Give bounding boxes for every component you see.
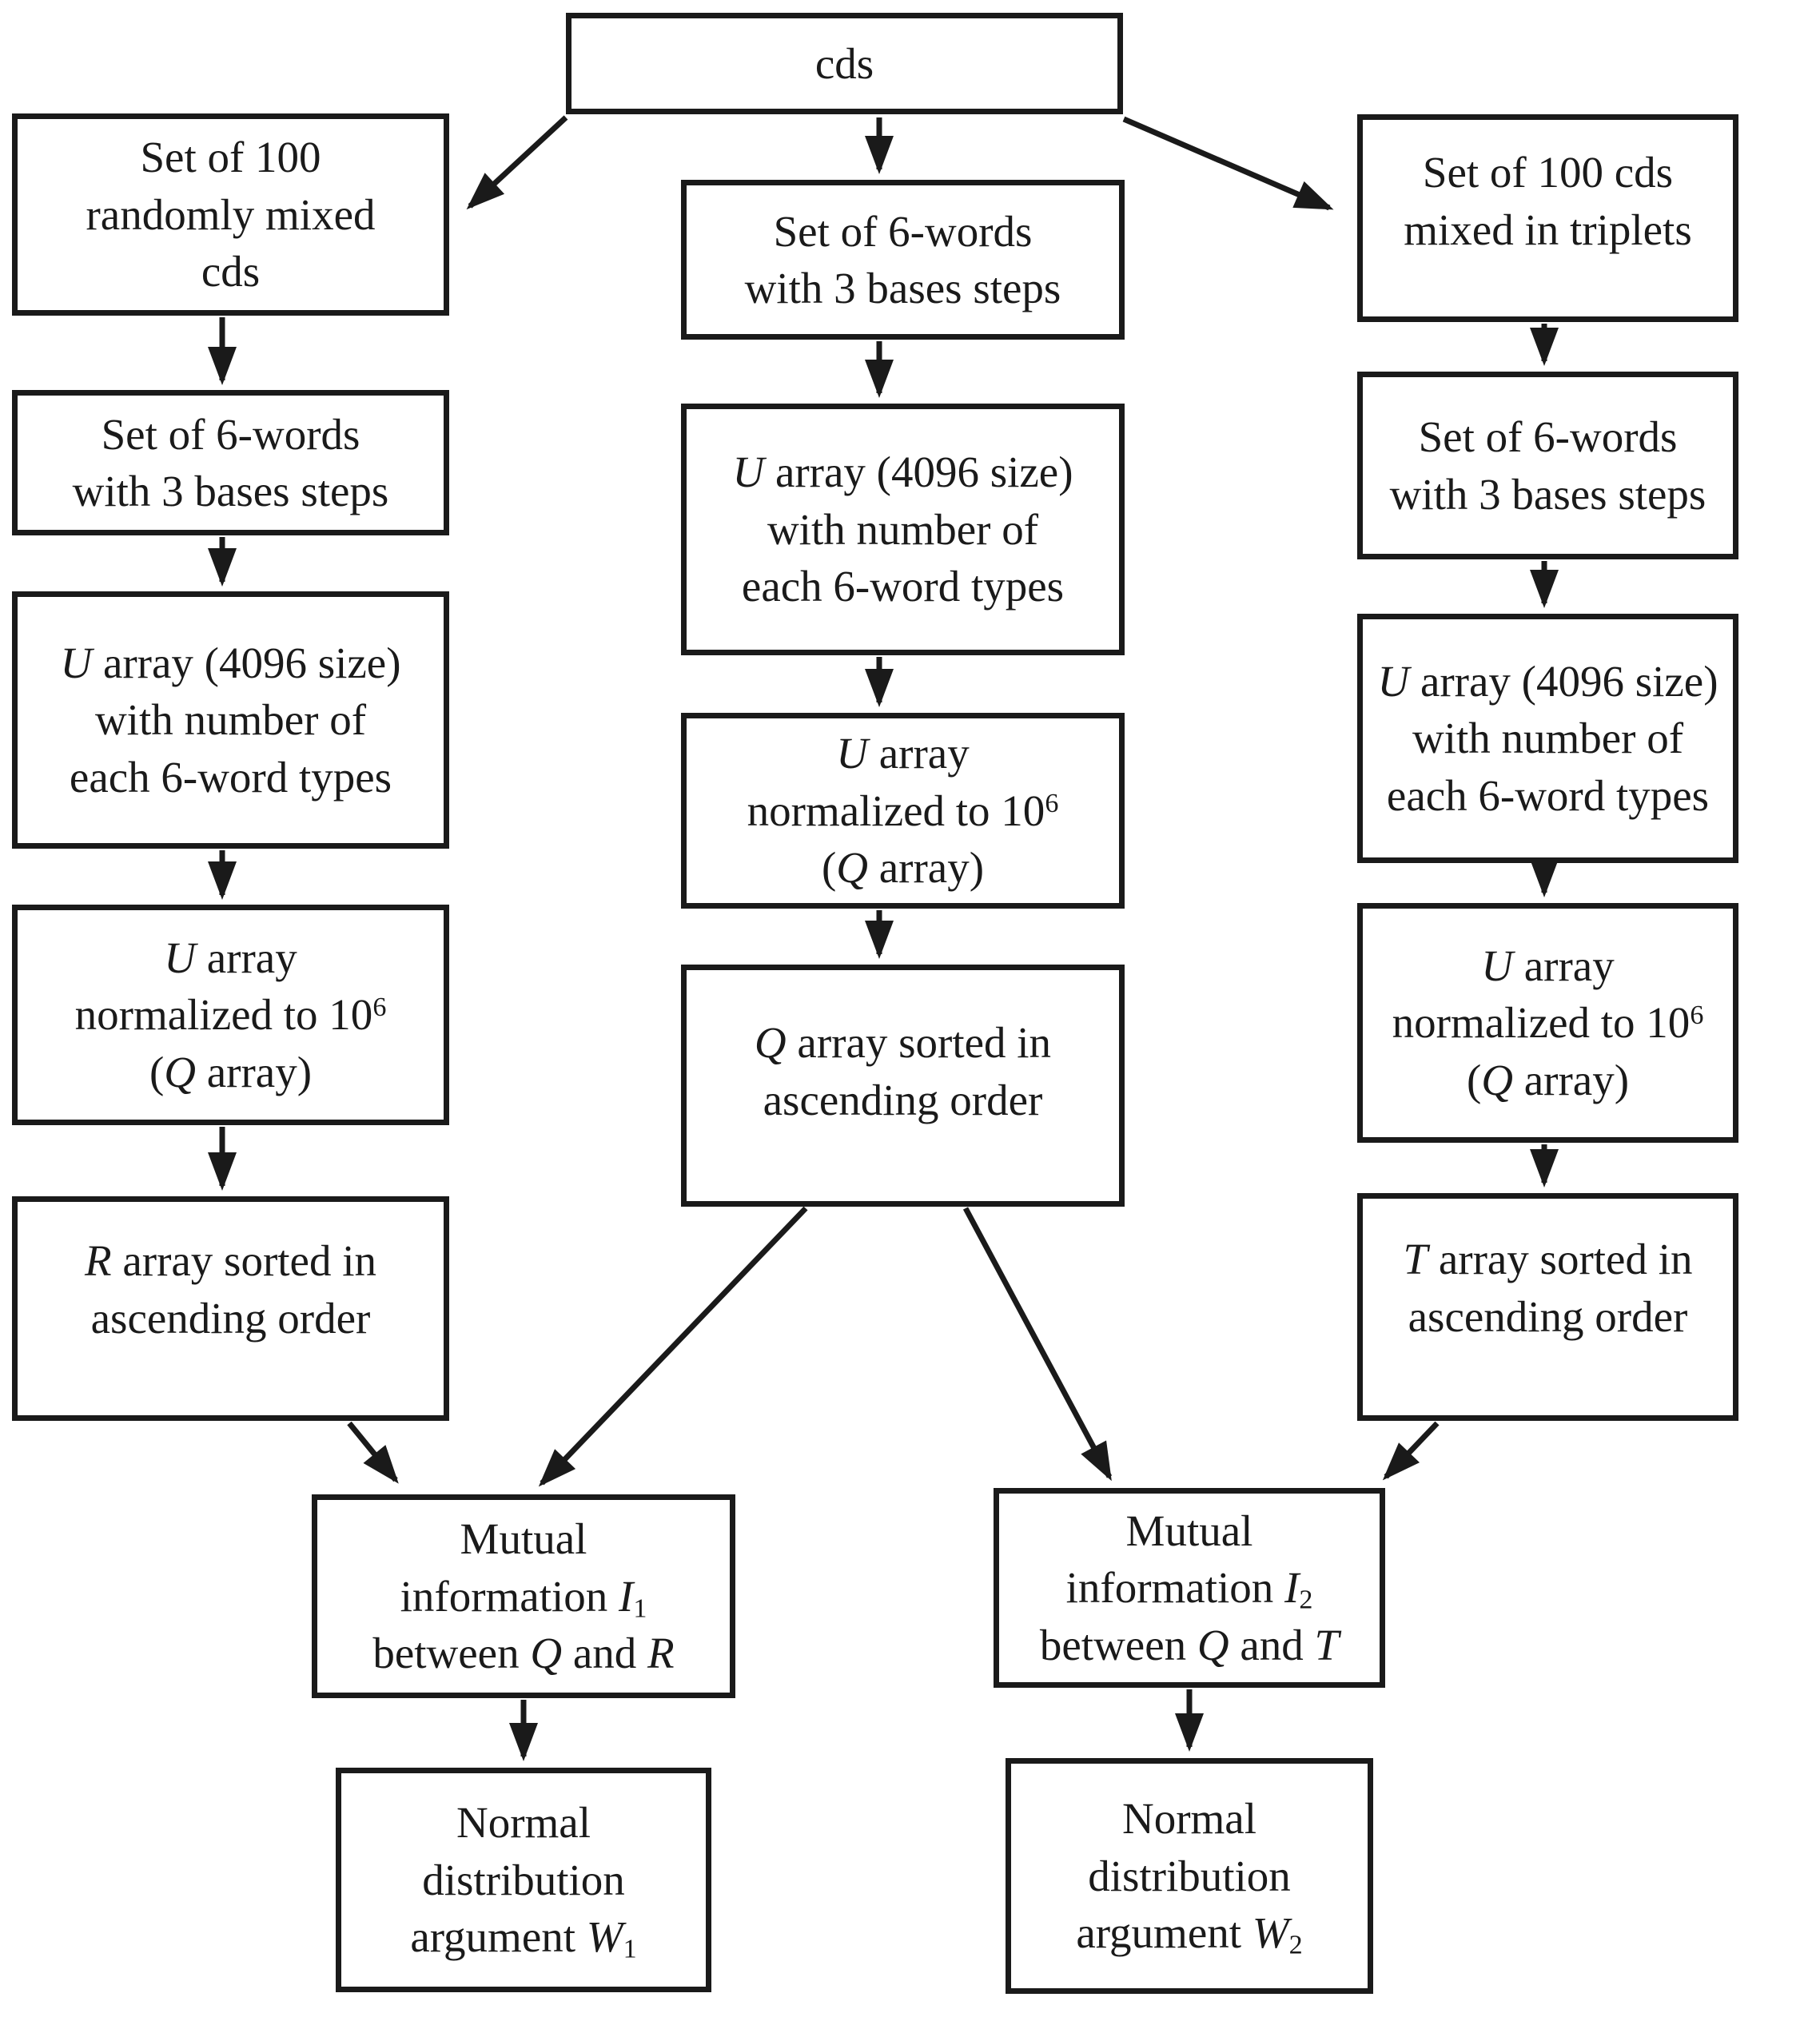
node-mixed-cds: Set of 100 randomly mixed cds — [12, 113, 449, 316]
edge-cds-to-mixed-cds — [466, 115, 568, 210]
node-right-q-array: U array normalized to 106 (Q array) — [1357, 903, 1738, 1143]
node-normal-dist-2-line-1: Normal — [1121, 1794, 1256, 1844]
node-cds-line-1: cds — [814, 38, 874, 88]
node-left-u-array: U array (4096 size) with number of each 6-… — [12, 591, 449, 849]
node-mutual-info-1-line-3: between Q and R — [372, 1629, 675, 1678]
node-right-u-array-line-2: with number of — [1412, 714, 1684, 763]
node-left-6words-line-1: Set of 6-words — [101, 409, 360, 459]
node-left-6words: Set of 6-words with 3 bases steps — [12, 390, 449, 535]
node-r-sorted-line-1: R array sorted in — [84, 1236, 376, 1285]
edge-cds-to-triplet-cds — [1122, 116, 1334, 211]
node-r-sorted-line-2: ascending order — [90, 1293, 371, 1343]
node-mixed-cds-line-2: randomly mixed — [86, 189, 376, 239]
node-mutual-info-1-line-1: Mutual — [460, 1514, 587, 1564]
node-left-q-array-line-3: (Q array) — [149, 1047, 313, 1096]
node-mixed-cds-line-1: Set of 100 — [140, 133, 321, 182]
node-left-6words-line-2: with 3 bases steps — [72, 467, 389, 515]
node-triplet-cds: Set of 100 cds mixed in triplets — [1357, 114, 1738, 322]
edge-r-sorted-to-mutual-info-1 — [347, 1421, 399, 1484]
node-right-6words-line-1: Set of 6-words — [1418, 412, 1678, 461]
edge-q-sorted-to-mutual-info-1 — [538, 1206, 808, 1487]
node-left-q-array-line-2: normalized to 106 — [74, 990, 387, 1040]
node-center-6words-line-2: with 3 bases steps — [744, 264, 1061, 312]
node-t-sorted-line-1: T array sorted in — [1403, 1235, 1693, 1283]
node-mutual-info-2-line-2: information I2 — [1065, 1563, 1313, 1615]
node-center-6words: Set of 6-words with 3 bases steps — [681, 180, 1125, 340]
node-center-u-array-line-2: with number of — [767, 504, 1039, 554]
node-left-u-array-line-3: each 6-word types — [69, 752, 392, 802]
node-right-q-array-line-2: normalized to 106 — [1392, 998, 1704, 1048]
node-mutual-info-2-line-3: between Q and T — [1039, 1620, 1340, 1669]
node-center-u-array: U array (4096 size) with number of each 6-… — [681, 404, 1125, 655]
node-mutual-info-1-line-2: information I1 — [400, 1571, 647, 1624]
node-triplet-cds-line-2: mixed in triplets — [1404, 205, 1692, 254]
node-cds: cds — [566, 13, 1123, 114]
node-center-q-array-line-1: U array — [836, 729, 970, 778]
node-normal-dist-1-line-1: Normal — [456, 1798, 591, 1848]
node-right-6words-line-2: with 3 bases steps — [1389, 469, 1706, 519]
node-center-q-array: U array normalized to 106 (Q array) — [681, 713, 1125, 909]
node-right-q-array-line-3: (Q array) — [1466, 1055, 1630, 1104]
edge-t-sorted-to-mutual-info-2 — [1382, 1421, 1440, 1481]
node-t-sorted-line-2: ascending order — [1408, 1291, 1688, 1341]
node-left-q-array-line-1: U array — [164, 933, 297, 982]
node-q-sorted-line-1: Q array sorted in — [754, 1018, 1052, 1067]
node-mutual-info-2: Mutual information I2 between Q and T — [994, 1488, 1385, 1688]
node-mixed-cds-line-3: cds — [201, 247, 261, 296]
node-center-q-array-line-3: (Q array) — [821, 843, 985, 893]
node-q-sorted: Q array sorted in ascending order — [681, 965, 1125, 1207]
node-center-u-array-line-3: each 6-word types — [741, 562, 1065, 611]
edge-q-sorted-to-mutual-info-2 — [962, 1207, 1113, 1482]
node-normal-dist-2: Normal distribution argument W2 — [1006, 1758, 1373, 1994]
node-center-q-array-line-2: normalized to 106 — [747, 786, 1059, 835]
node-center-u-array-line-1: U array (4096 size) — [732, 448, 1073, 497]
node-right-u-array-line-3: each 6-word types — [1386, 770, 1710, 820]
node-normal-dist-2-line-2: distribution — [1088, 1851, 1291, 1900]
node-r-sorted: R array sorted in ascending order — [12, 1196, 449, 1421]
node-t-sorted: T array sorted in ascending order — [1357, 1193, 1738, 1421]
node-normal-dist-1-line-3: argument W1 — [410, 1912, 637, 1964]
node-left-q-array: U array normalized to 106 (Q array) — [12, 905, 449, 1125]
node-triplet-cds-line-1: Set of 100 cds — [1422, 148, 1674, 197]
node-right-6words: Set of 6-words with 3 bases steps — [1357, 372, 1738, 559]
node-left-u-array-line-1: U array (4096 size) — [60, 638, 401, 687]
node-left-u-array-line-2: with number of — [94, 695, 367, 745]
node-right-u-array: U array (4096 size) with number of each 6-… — [1357, 614, 1738, 863]
node-q-sorted-line-2: ascending order — [763, 1075, 1043, 1124]
node-center-6words-line-1: Set of 6-words — [773, 206, 1033, 256]
node-right-u-array-line-1: U array (4096 size) — [1377, 656, 1718, 706]
node-mutual-info-2-line-1: Mutual — [1125, 1506, 1253, 1555]
node-normal-dist-1-line-2: distribution — [422, 1855, 625, 1904]
node-right-q-array-line-1: U array — [1481, 941, 1615, 990]
node-normal-dist-2-line-3: argument W2 — [1076, 1908, 1303, 1960]
node-normal-dist-1: Normal distribution argument W1 — [336, 1768, 711, 1992]
node-mutual-info-1: Mutual information I1 between Q and R — [312, 1494, 735, 1698]
